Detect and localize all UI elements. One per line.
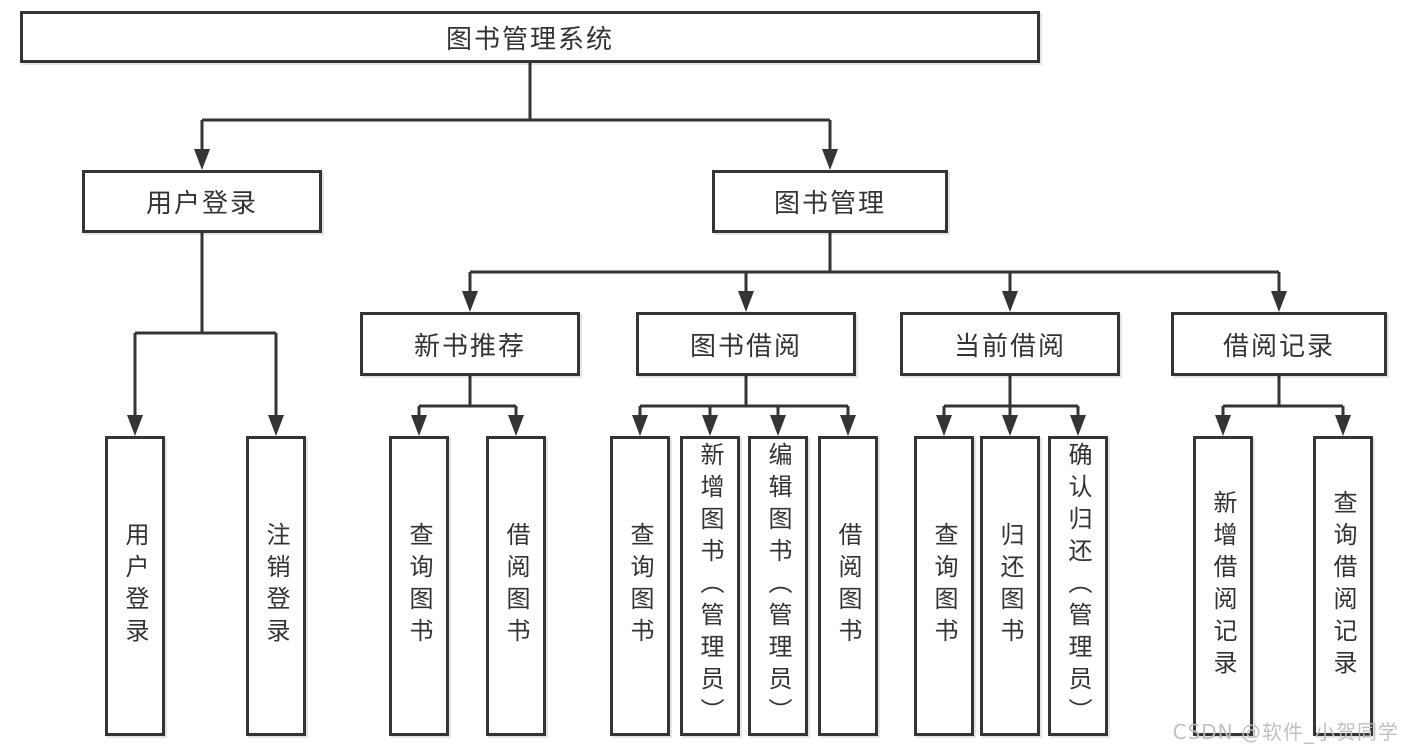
leaf-borrow-books-label: 借阅图书 [834, 522, 862, 650]
leaf-query-books-borrow: 查询图书 [610, 436, 670, 736]
leaf-confirm-return-admin: 确认归还（管理员） [1048, 436, 1108, 736]
leaf-query-books-recommend-label: 查询图书 [405, 522, 433, 650]
node-new-book-recommend-label: 新书推荐 [413, 331, 526, 362]
leaf-query-books-borrow-label: 查询图书 [626, 522, 654, 650]
node-book-borrow: 图书借阅 [636, 312, 856, 376]
node-borrow-records-label: 借阅记录 [1222, 331, 1335, 362]
leaf-query-borrow-record: 查询借阅记录 [1313, 436, 1373, 736]
leaf-borrow-books: 借阅图书 [818, 436, 878, 736]
leaf-return-book-label: 归还图书 [996, 522, 1024, 650]
leaf-add-borrow-record-label: 新增借阅记录 [1209, 490, 1237, 682]
node-book-management-label: 图书管理 [773, 189, 886, 219]
leaf-logout: 注销登录 [246, 436, 306, 736]
node-root-label: 图书管理系统 [445, 24, 614, 55]
leaf-user-login-label: 用户登录 [121, 522, 149, 650]
node-book-management: 图书管理 [712, 170, 948, 233]
node-user-login: 用户登录 [82, 170, 322, 233]
node-current-borrow-label: 当前借阅 [953, 331, 1066, 362]
leaf-return-book: 归还图书 [980, 436, 1040, 736]
leaf-query-books-current: 查询图书 [914, 436, 974, 736]
leaf-user-login: 用户登录 [105, 436, 165, 736]
leaf-add-borrow-record: 新增借阅记录 [1193, 436, 1253, 736]
node-borrow-records: 借阅记录 [1171, 312, 1387, 376]
leaf-query-books-recommend: 查询图书 [389, 436, 449, 736]
leaf-add-book-admin: 新增图书（管理员） [680, 436, 740, 736]
arrowhead-icons [127, 149, 1351, 436]
node-user-login-label: 用户登录 [145, 189, 258, 219]
node-current-borrow: 当前借阅 [900, 312, 1120, 376]
node-book-borrow-label: 图书借阅 [689, 331, 802, 362]
leaf-borrow-books-recommend: 借阅图书 [486, 436, 546, 736]
leaf-edit-book-admin: 编辑图书（管理员） [748, 436, 808, 736]
node-new-book-recommend: 新书推荐 [360, 312, 580, 376]
leaf-query-books-current-label: 查询图书 [930, 522, 958, 650]
leaf-edit-book-admin-label: 编辑图书（管理员） [764, 442, 792, 730]
leaf-logout-label: 注销登录 [262, 522, 290, 650]
leaf-add-book-admin-label: 新增图书（管理员） [696, 442, 724, 730]
leaf-confirm-return-admin-label: 确认归还（管理员） [1064, 442, 1092, 730]
csdn-watermark: CSDN @软件_小贺同学 [1172, 720, 1399, 744]
leaf-query-borrow-record-label: 查询借阅记录 [1329, 490, 1357, 682]
node-root-library-system: 图书管理系统 [20, 11, 1040, 63]
leaf-borrow-books-recommend-label: 借阅图书 [502, 522, 530, 650]
